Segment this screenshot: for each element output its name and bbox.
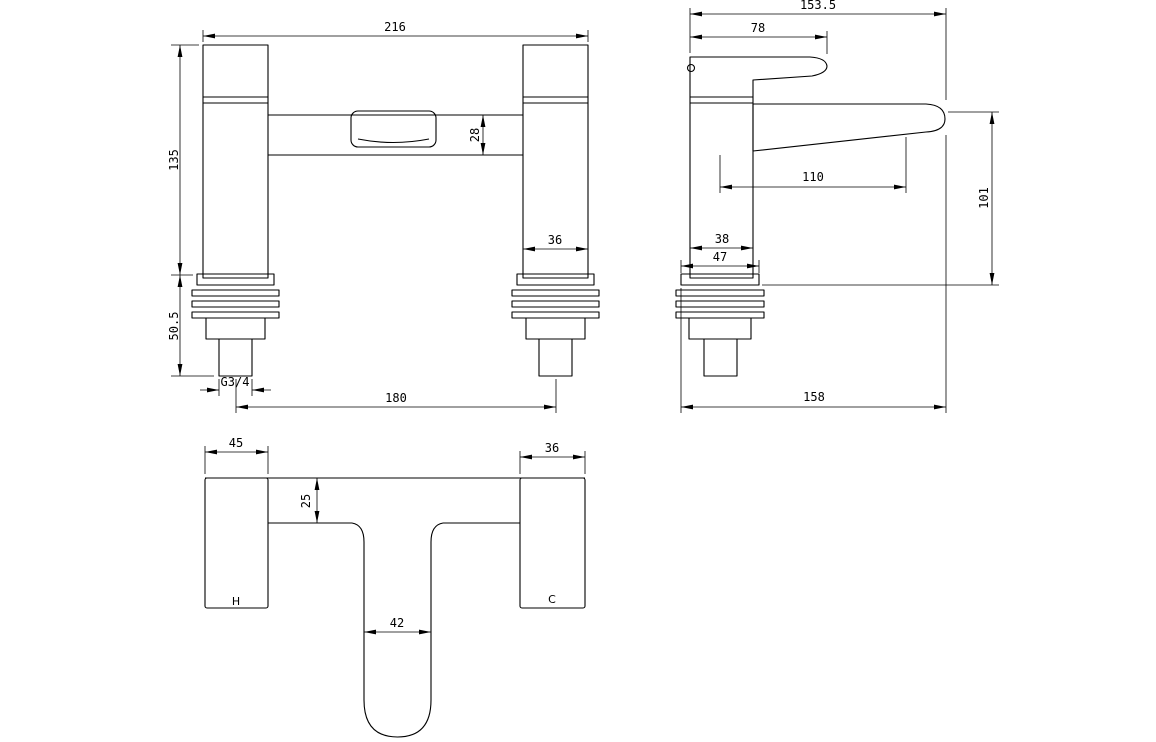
front-left-inlet-tail	[218, 338, 253, 377]
dimension-text: 45	[229, 436, 243, 450]
dim-front-body-height: 135	[167, 44, 199, 276]
dimension-text: 38	[715, 232, 729, 246]
front-right-backnut	[525, 317, 586, 340]
dim-plan-deck-depth: 25	[299, 478, 320, 523]
dim-plan-spout-width: 42	[364, 616, 431, 635]
dim-side-body-depth: 38	[690, 232, 753, 251]
side-body-and-handle	[689, 56, 828, 279]
dim-front-tail-length: 50.5	[167, 275, 214, 377]
side-backnut	[688, 317, 752, 340]
side-washer-3	[675, 311, 765, 319]
side-base-flange	[680, 273, 760, 286]
plan-spout	[351, 522, 444, 738]
front-right-washer-2	[511, 300, 600, 308]
side-handle-screw	[686, 63, 696, 73]
dimension-text: 216	[384, 20, 406, 34]
dim-side-base-depth: 47	[680, 250, 760, 273]
dim-side-spout-reach: 110	[719, 137, 907, 193]
front-right-inlet-tail	[538, 338, 573, 377]
front-left-pillar	[202, 44, 269, 279]
dimension-text: 78	[751, 21, 765, 35]
plan-view: 45 36 25 42 H C	[204, 436, 586, 738]
dimension-text: 42	[390, 616, 404, 630]
dim-front-centres: 180	[235, 379, 557, 413]
front-left-washer-2	[191, 300, 280, 308]
dimension-text: 158	[803, 390, 825, 404]
front-left-base-flange	[196, 273, 275, 286]
front-left-backnut	[205, 317, 266, 340]
front-right-pillar	[522, 44, 589, 279]
front-spout-mouth	[350, 110, 437, 148]
side-washer-2	[675, 300, 765, 308]
dim-plan-cold-width: 36	[519, 441, 586, 474]
front-spout-mouth-inner-line	[357, 138, 430, 144]
dimension-text: 25	[299, 494, 313, 508]
dimension-text: 101	[977, 187, 991, 209]
dimension-text: 110	[802, 170, 824, 184]
dimension-text: 153.5	[800, 0, 836, 12]
side-inlet-tail	[703, 338, 738, 377]
dim-side-spout-height: 101	[762, 111, 999, 286]
dimension-text: 36	[548, 233, 562, 247]
dim-front-pillar-width: 36	[523, 233, 588, 252]
dimension-text: 36	[545, 441, 559, 455]
dim-plan-hot-width: 45	[204, 436, 269, 474]
cold-handle-label: C	[548, 593, 556, 606]
dim-side-handle-reach: 78	[690, 21, 828, 54]
front-view: 216 135 50.5 28 36	[167, 20, 600, 413]
front-right-washer-1	[511, 289, 600, 297]
dimension-text: 135	[167, 149, 181, 171]
dimension-text: 28	[468, 128, 482, 142]
front-left-washer-1	[191, 289, 280, 297]
plan-cold-handle	[519, 477, 586, 609]
dim-front-thread: G3/4	[200, 375, 271, 396]
side-view: 153.5 78 110 101 38	[675, 0, 999, 413]
side-spout	[752, 103, 946, 152]
plan-hot-handle	[204, 477, 269, 609]
dim-front-spout-height: 28	[468, 115, 486, 155]
dimension-text: 180	[385, 391, 407, 405]
dim-side-overall-depth: 153.5	[689, 0, 947, 100]
hot-handle-label: H	[232, 595, 240, 608]
dimension-text: 47	[713, 250, 727, 264]
front-right-washer-3	[511, 311, 600, 319]
front-left-washer-3	[191, 311, 280, 319]
dim-front-overall-width: 216	[202, 20, 589, 42]
dimension-text: 50.5	[167, 312, 181, 341]
side-washer-1	[675, 289, 765, 297]
front-right-base-flange	[516, 273, 595, 286]
dimension-text: G3/4	[221, 375, 250, 389]
dim-side-overall-length: 158	[680, 135, 947, 413]
